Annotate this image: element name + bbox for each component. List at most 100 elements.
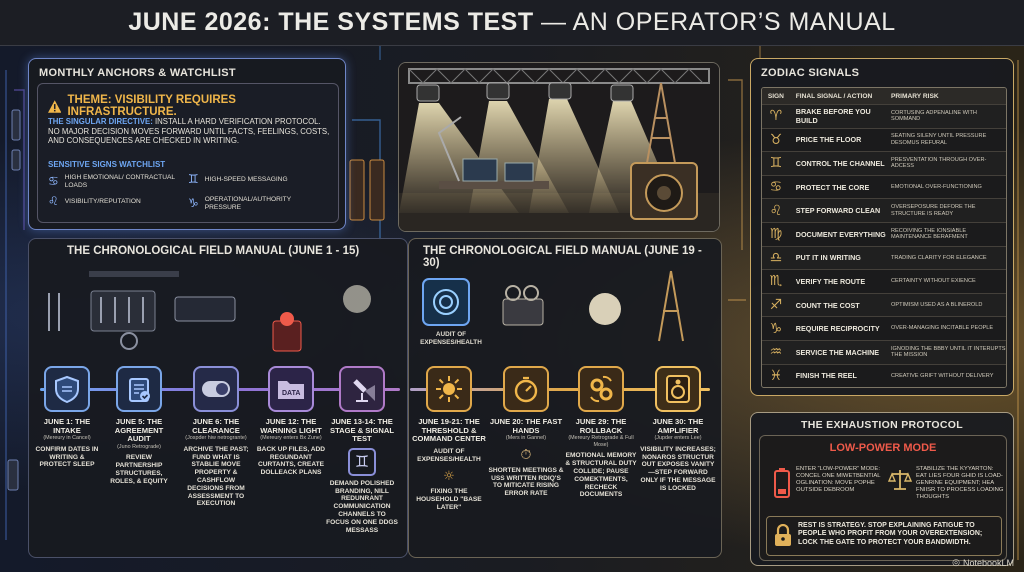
- step-june-20: JUNE 20: THE FAST HANDS (Mers in Gannel)…: [488, 366, 564, 498]
- timeline-line-2: [410, 388, 710, 391]
- gemini-icon: ♊: [188, 172, 199, 186]
- zodiac-action: CONTROL THE CHANNEL: [795, 158, 885, 168]
- exhaustion-heading: THE EXHAUSTION PROTOCOL: [801, 419, 963, 431]
- toggle-switch-icon: [193, 366, 239, 412]
- zodiac-row-leo: ♌ STEP FORWARD CLEAN OVERSEPOSURE DEFORE T…: [762, 198, 1006, 222]
- zodiac-table-header: SIGN FINAL SIGNAL / ACTION PRIMARY RISK: [762, 88, 1006, 104]
- zodiac-row-cancer: ♋ PROTECT THE CORE EMOTIONAL OVER-FUNCTION…: [762, 174, 1006, 199]
- exhaustion-inner: LOW-POWER MODE ENTER “LOW-POWER” MODE: C…: [759, 435, 1007, 561]
- aries-icon: ♈: [769, 108, 783, 125]
- field-manual-2-heading: THE CHRONOLOGICAL FIELD MANUAL (JUNE 19 …: [423, 245, 702, 269]
- step-june-13-14: JUNE 13-14: THE STAGE & SIGNAL TEST ♊ DE…: [326, 366, 398, 534]
- zodiac-row-sagittarius: ♐ COUNT THE COST OPTIMISM USED AS A BLINER…: [762, 292, 1006, 317]
- step-june-1: JUNE 1: THE INTAKE (Mereury in Cancel) C…: [34, 366, 100, 469]
- rest-strategy-text: REST IS STRATEGY. STOP EXPLAINING FATIGU…: [798, 522, 983, 546]
- capricorn-icon: ♑: [769, 320, 783, 337]
- notebooklm-icon: ◎: [952, 557, 960, 567]
- zodiac-action: PRICE THE FLOOR: [795, 135, 862, 145]
- col-sign: SIGN: [767, 92, 784, 100]
- watch-sign-leo: ♌ VISIBILITY/REPUTATION: [48, 194, 141, 208]
- singular-directive: THE SINGULAR DIRECTIVE: INSTALL A HARD V…: [48, 117, 330, 146]
- zodiac-risk: OVERSEPOSURE DEFORE THE STRUCTURE IS REA…: [890, 204, 976, 217]
- col-risk: PRIMARY RISK: [890, 92, 939, 100]
- warning-icon: [48, 99, 62, 113]
- rest-box: [766, 516, 1002, 556]
- step-june-29: JUNE 29: THE ROLLBACK (Mereury Retrograd…: [564, 366, 638, 499]
- scorpio-icon: ♏: [769, 273, 783, 290]
- zodiac-action: STEP FORWARD CLEAN: [795, 206, 881, 216]
- zodiac-row-taurus: ♉ PRICE THE FLOOR SEATING SILENY UNTIL PRE…: [762, 127, 1006, 152]
- lock-icon: [775, 524, 791, 546]
- zodiac-action: SERVICE THE MACHINE: [795, 347, 880, 357]
- stopwatch-icon: [503, 366, 549, 412]
- zodiac-action: BRAKE BEFORE YOU BUILD: [795, 107, 871, 126]
- page-title: JUNE 2026: THE SYSTEMS TEST — AN OPERATO…: [128, 8, 896, 36]
- stage-illustration: [398, 62, 720, 232]
- zodiac-risk: OVER-MANAGING INCITABLE PEOPLE: [890, 325, 994, 332]
- control-room-illustration: [422, 270, 684, 342]
- theme-text: THEME: VISIBILITY REQUIRES INFRASTRUCTUR…: [67, 94, 236, 118]
- gemini-icon: ♊: [348, 447, 376, 476]
- libra-icon: ♎: [769, 249, 783, 266]
- zodiac-table: SIGN FINAL SIGNAL / ACTION PRIMARY RISK …: [761, 87, 1007, 389]
- zodiac-action: COUNT THE COST: [795, 300, 860, 310]
- zodiac-risk: RECOIVING THE IONSIABLE MAINTENANCE BERA…: [890, 227, 968, 241]
- zodiac-risk: OPTIMISM USED AS A BLINEROLD: [890, 301, 983, 308]
- scales-icon: [888, 470, 912, 490]
- low-power-text: ENTER “LOW-POWER” MODE: CONCEL ONE MIWET…: [796, 466, 881, 493]
- zodiac-risk: PRESVENTATION THROUGH OVER-ADCESS: [890, 156, 987, 170]
- watch-sign-capricorn: ♑ OPERATIONAL/AUTHORITY PRESSURE: [188, 195, 291, 211]
- taurus-icon: ♉: [769, 131, 783, 148]
- watch-sign-cancer: ♋ HIGH EMOTIONAL/ CONTRACTUAL LOADS: [48, 173, 175, 189]
- leo-icon: ♌: [769, 202, 783, 219]
- zodiac-row-aquarius: ♒ SERVICE THE MACHINE IGNODING THE BBBY UN…: [762, 339, 1006, 364]
- shield-icon: [44, 366, 90, 412]
- workshop-illustration: [48, 271, 371, 352]
- fast-stopwatch-icon: ⏱: [520, 445, 532, 462]
- zodiac-heading: ZODIAC SIGNALS: [761, 67, 860, 79]
- cancer-icon: ♋: [769, 179, 783, 196]
- step-june-6: JUNE 6: THE CLEARANCE (Jospder hiw netro…: [180, 366, 252, 508]
- clipboard-check-icon: [116, 366, 162, 412]
- stabilize-text: STABILIZE THE KYYARTON: EAT LIES FOUR GH…: [916, 466, 1004, 500]
- zodiac-row-aries: ♈ BRAKE BEFORE YOU BUILD CORTUSING ADPENAL…: [762, 104, 1006, 128]
- zodiac-action: VERIFY THE ROUTE: [795, 276, 866, 286]
- capricorn-icon: ♑: [188, 195, 199, 210]
- sagittarius-icon: ♐: [769, 297, 783, 314]
- zodiac-risk: EMOTIONAL OVER-FUNCTIONING: [890, 183, 982, 190]
- sensitive-signs-heading: SENSITIVE SIGNS WATCHLIST: [48, 160, 166, 169]
- small-sun-icon: ☼: [443, 469, 455, 485]
- zodiac-row-capricorn: ♑ REQUIRE RECIPROCITY OVER-MANAGING INCITA…: [762, 316, 1006, 340]
- audit-label-top: AUDIT OF EXPENSES/HEALTH: [420, 331, 482, 346]
- aquarius-icon: ♒: [769, 344, 783, 361]
- zodiac-risk: CORTUSING ADPENALINE WITH SOMMAND: [890, 109, 977, 123]
- anchors-heading: MONTHLY ANCHORS & WATCHLIST: [39, 67, 236, 79]
- pisces-icon: ♓: [769, 367, 783, 384]
- zodiac-action: REQUIRE RECIPROCITY: [795, 324, 880, 334]
- zodiac-action: FINISH THE REEL: [795, 371, 857, 381]
- zodiac-action: PROTECT THE CORE: [795, 182, 870, 192]
- speaker-icon: [655, 366, 701, 412]
- stage-lights-image: [399, 63, 719, 231]
- zodiac-risk: TRADING CLARITY FOR ELEGANCE: [890, 254, 987, 261]
- zodiac-risk: SEATING SILENY UNTIL PRESSURE DESOMUS RE…: [890, 133, 987, 146]
- step-june-30: JUNE 30: THE AMPLIFIER (Jupder enters Le…: [640, 366, 716, 493]
- step-june-19-21: JUNE 19-21: THE THRESHOLD & COMMAND CENT…: [412, 366, 486, 512]
- field-manual-1-heading: THE CHRONOLOGICAL FIELD MANUAL (JUNE 1 -…: [67, 245, 360, 257]
- monthly-anchors-panel: MONTHLY ANCHORS & WATCHLIST THEME: VISIB…: [28, 58, 346, 230]
- low-power-mode-title: LOW-POWER MODE: [829, 442, 937, 454]
- data-folder-icon: DATA: [268, 366, 314, 412]
- gears-icon: [578, 366, 624, 412]
- anchors-inner: THEME: VISIBILITY REQUIRES INFRASTRUCTUR…: [37, 83, 339, 223]
- zodiac-action: DOCUMENT EVERYTHING: [795, 229, 886, 239]
- credit: ◎ NotebookLM: [952, 557, 1014, 568]
- zodiac-signals-panel: ZODIAC SIGNALS SIGN FINAL SIGNAL / ACTIO…: [750, 58, 1014, 396]
- battery-icon: [774, 468, 790, 498]
- zodiac-risk: IGNODING THE BBBY UNTIL IT INTERUPTS THE…: [890, 345, 1006, 359]
- watch-sign-gemini: ♊ HIGH-SPEED MESSAGING: [188, 172, 288, 186]
